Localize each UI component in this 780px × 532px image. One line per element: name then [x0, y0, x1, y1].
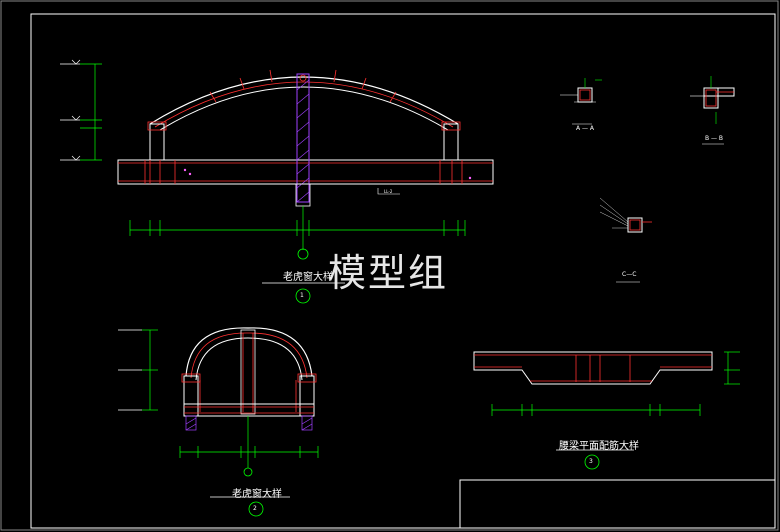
detail-3-drawing	[473, 351, 740, 470]
section-a-a-drawing	[560, 78, 602, 125]
detail-1-number: 1	[300, 292, 304, 299]
inner-frame	[30, 13, 776, 529]
section-b-b-label: B — B	[705, 135, 724, 142]
detail-2-title: 老虎窗大样	[232, 489, 282, 500]
detail-1-title: 老虎窗大样	[283, 272, 333, 283]
detail-2-drawing	[118, 327, 319, 517]
section-a-a-label: A — A	[576, 125, 595, 132]
section-c-c-drawing	[599, 197, 652, 283]
detail-1-beam-tag: LL-2	[384, 189, 393, 194]
detail-1-drawing	[60, 59, 494, 304]
detail-2-number: 2	[253, 505, 257, 512]
section-c-c-label: C—C	[622, 271, 637, 278]
watermark: 模型组	[328, 251, 449, 295]
section-b-b-drawing	[690, 76, 735, 145]
detail-3-number: 3	[589, 458, 593, 465]
title-block	[459, 479, 776, 529]
detail-1-elevation-dims	[60, 59, 102, 161]
detail-3-title: 腰梁平面配筋大样	[559, 441, 639, 452]
detail-2-elevation-dims	[118, 329, 158, 411]
